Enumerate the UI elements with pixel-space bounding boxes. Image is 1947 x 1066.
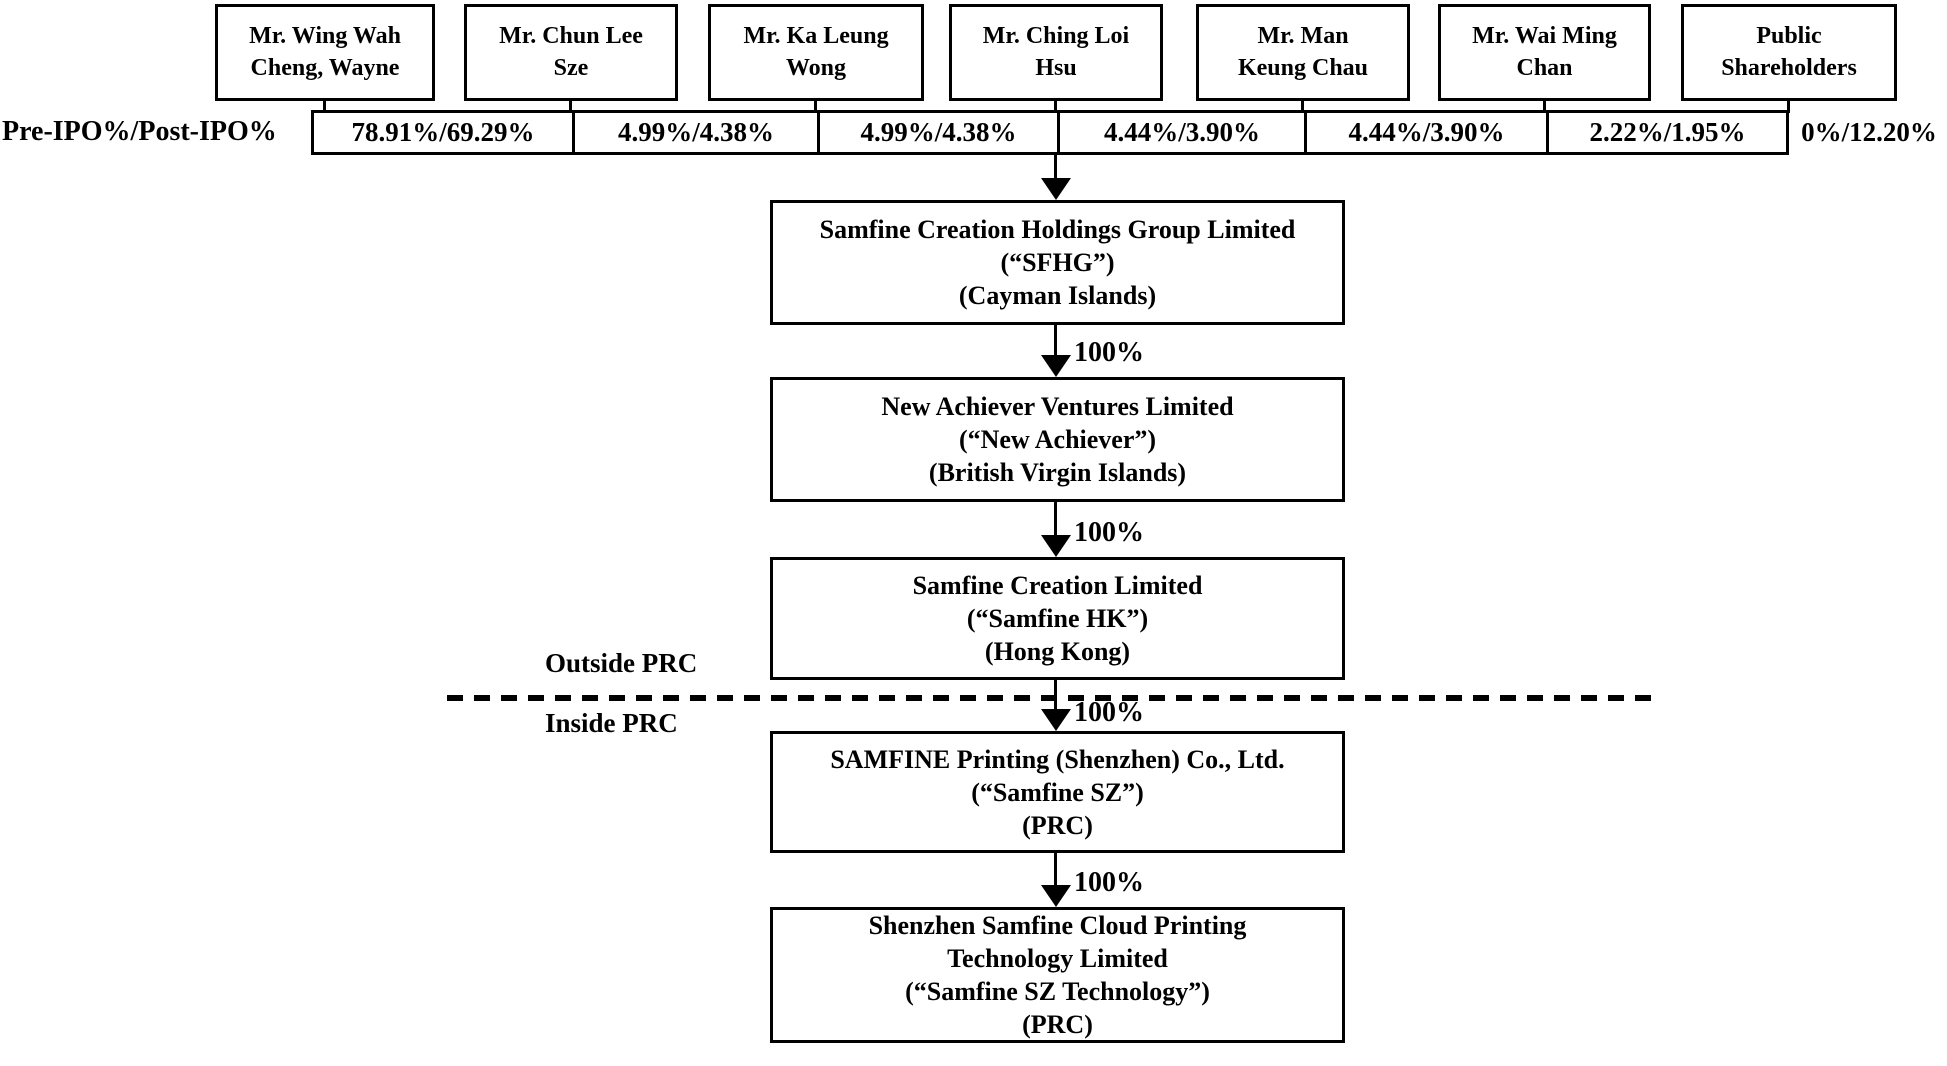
company-alias: (“Samfine SZ”) [971,777,1144,807]
shareholder-box-ka-leung-wong: Mr. Ka Leung Wong [708,4,924,101]
company-name: Shenzhen Samfine Cloud Printing Technolo… [868,911,1247,973]
ownership-cell: 4.44%/3.90% [1103,117,1260,147]
ownership-percentage-row: 78.91%/69.29% 4.99%/4.38% 4.99%/4.38% 4.… [311,110,1789,155]
pre-post-ipo-label: Pre-IPO%/Post-IPO% [2,116,277,147]
company-alias: (“New Achiever”) [958,425,1157,454]
cell-divider [1057,113,1060,152]
shareholder-box-chun-lee-sze: Mr. Chun Lee Sze [464,4,678,101]
company-box-samfine-hk: Samfine Creation Limited (“Samfine HK”) … [770,557,1345,680]
company-box-sfhg: Samfine Creation Holdings Group Limited … [770,200,1345,325]
connector-line [1054,853,1057,891]
down-arrowhead-icon [1041,885,1071,907]
cell-divider [1304,113,1307,152]
ownership-cell: 2.22%/1.95% [1589,117,1746,147]
down-arrowhead-icon [1041,355,1071,377]
connector-stub [1054,99,1057,113]
ownership-label: 100% [1074,697,1144,728]
company-jurisdiction: (PRC) [1022,810,1093,840]
down-arrowhead-icon [1041,535,1071,557]
shareholder-box-ching-loi-hsu: Mr. Ching Loi Hsu [949,4,1163,101]
shareholder-box-wai-ming-chan: Mr. Wai Ming Chan [1438,4,1651,101]
inside-prc-label: Inside PRC [545,708,678,738]
ownership-label: 100% [1074,517,1144,548]
connector-stub [1787,99,1790,113]
company-name: Samfine Creation Holdings Group Limited [819,215,1296,244]
company-box-samfine-sz-technology: Shenzhen Samfine Cloud Printing Technolo… [770,907,1345,1043]
connector-line [1054,152,1057,186]
company-jurisdiction: (British Virgin Islands) [928,458,1187,487]
outside-prc-label: Outside PRC [545,648,698,678]
cell-divider [1546,113,1549,152]
company-alias: (“Samfine HK”) [966,604,1149,633]
ownership-label: 100% [1074,867,1144,898]
shareholder-box-man-keung-chau: Mr. Man Keung Chau [1196,4,1410,101]
company-jurisdiction: (Cayman Islands) [958,281,1157,310]
company-name: Samfine Creation Limited [912,571,1203,600]
ownership-cell: 78.91%/69.29% [351,117,535,147]
connector-line [1054,325,1057,360]
company-name: New Achiever Ventures Limited [881,392,1234,421]
prc-boundary-dashed-line [447,695,1660,701]
ownership-cell-public: 0%/12.20% [1801,117,1937,147]
cell-divider [817,113,820,152]
down-arrowhead-icon [1041,709,1071,731]
connector-stub [814,99,817,113]
connector-line [1054,680,1057,714]
connector-stub [1301,99,1304,113]
ownership-label: 100% [1074,337,1144,368]
connector-line [1054,502,1057,540]
connector-stub [323,99,326,113]
company-jurisdiction: (Hong Kong) [984,637,1131,666]
ownership-cell: 4.99%/4.38% [617,117,774,147]
cell-divider [572,113,575,152]
connector-stub [569,99,572,113]
shareholder-box-wing-wah-cheng: Mr. Wing Wah Cheng, Wayne [215,4,435,101]
company-alias: (“SFHG”) [1000,248,1115,277]
ownership-cell: 4.99%/4.38% [860,117,1017,147]
down-arrowhead-icon [1041,178,1071,200]
shareholder-box-public-shareholders: Public Shareholders [1681,4,1897,101]
company-name: SAMFINE Printing (Shenzhen) Co., Ltd. [830,744,1285,774]
connector-stub [1543,99,1546,113]
company-box-samfine-sz: SAMFINE Printing (Shenzhen) Co., Ltd. (“… [770,731,1345,853]
company-alias: (“Samfine SZ Technology”) [905,977,1210,1006]
company-jurisdiction: (PRC) [1022,1010,1093,1039]
company-box-new-achiever: New Achiever Ventures Limited (“New Achi… [770,377,1345,502]
ownership-cell: 4.44%/3.90% [1348,117,1505,147]
